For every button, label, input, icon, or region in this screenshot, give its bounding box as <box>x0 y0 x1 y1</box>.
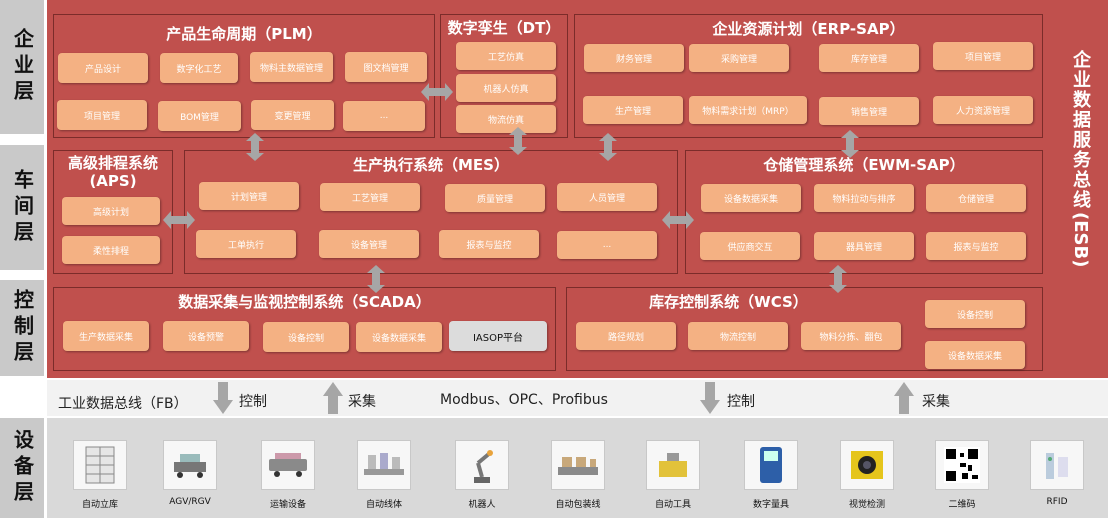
packing-line-icon <box>551 440 605 490</box>
mes-module[interactable]: ... <box>557 231 657 259</box>
ewm-module[interactable]: 仓储管理 <box>926 184 1026 212</box>
plm-module[interactable]: 项目管理 <box>57 100 147 130</box>
dt-module[interactable]: 物流仿真 <box>456 105 556 133</box>
plm-module[interactable]: 物料主数据管理 <box>250 52 333 82</box>
production-line-icon <box>357 440 411 490</box>
plm-module[interactable]: ... <box>343 101 425 131</box>
plm-module[interactable]: 数字化工艺 <box>160 53 238 83</box>
collect-label-1: 采集 <box>348 394 376 410</box>
control-label-2: 控制 <box>727 394 755 410</box>
mes-module[interactable]: 质量管理 <box>445 184 545 212</box>
transport-icon <box>261 440 315 490</box>
ewm-module[interactable]: 器具管理 <box>814 232 914 260</box>
plm-module[interactable]: 变更管理 <box>251 100 334 130</box>
plm-module[interactable]: 产品设计 <box>58 53 148 83</box>
device-robot[interactable]: 机器人 <box>452 440 512 510</box>
wcs-module[interactable]: 设备控制 <box>925 300 1025 328</box>
dt-panel: 数字孪生（DT） <box>440 14 568 138</box>
wcs-module[interactable]: 设备数据采集 <box>925 341 1025 369</box>
scada-module[interactable]: 设备数据采集 <box>356 322 442 352</box>
dt-title: 数字孪生（DT） <box>447 19 561 37</box>
mes-module[interactable]: 工艺管理 <box>320 183 420 211</box>
erp-module[interactable]: 销售管理 <box>819 97 919 125</box>
mes-module[interactable]: 计划管理 <box>199 182 299 210</box>
dt-module[interactable]: 机器人仿真 <box>456 74 556 102</box>
agv-icon <box>163 440 217 490</box>
layer-label-enterprise: 企业层 <box>0 0 44 134</box>
mes-module[interactable]: 人员管理 <box>557 183 657 211</box>
robot-arm-icon <box>455 440 509 490</box>
camera-icon <box>840 440 894 490</box>
dt-module[interactable]: 工艺仿真 <box>456 42 556 70</box>
erp-title: 企业资源计划（ERP-SAP） <box>712 20 905 38</box>
ewm-module[interactable]: 供应商交互 <box>700 232 800 260</box>
ewm-module[interactable]: 设备数据采集 <box>701 184 801 212</box>
aps-title: 高级排程系统 (APS) <box>67 154 158 190</box>
mes-module[interactable]: 工单执行 <box>196 230 296 258</box>
scada-title: 数据采集与监视控制系统（SCADA） <box>178 293 431 311</box>
erp-module[interactable]: 库存管理 <box>819 44 919 72</box>
fieldbus-label: 工业数据总线（FB） <box>58 396 188 412</box>
device-auto-warehouse[interactable]: 自动立库 <box>70 440 130 510</box>
qr-code-icon <box>935 440 989 490</box>
scada-module[interactable]: 设备预警 <box>163 321 249 351</box>
plm-module[interactable]: BOM管理 <box>158 101 241 131</box>
esb-bus-label: 企业数据服务总线 (ESB) <box>1070 50 1091 268</box>
device-agv[interactable]: AGV/RGV <box>160 440 220 507</box>
wcs-panel: 库存控制系统（WCS） <box>566 287 1043 371</box>
layer-label-device: 设备层 <box>0 418 44 518</box>
aps-module[interactable]: 高级计划 <box>62 197 160 225</box>
device-transport[interactable]: 运输设备 <box>258 440 318 510</box>
gauge-icon <box>744 440 798 490</box>
erp-module[interactable]: 人力资源管理 <box>933 96 1033 124</box>
rfid-reader-icon <box>1030 440 1084 490</box>
tool-icon <box>646 440 700 490</box>
plm-panel: 产品生命周期（PLM） <box>53 14 435 138</box>
device-qr-code[interactable]: 二维码 <box>932 440 992 510</box>
device-vision-inspection[interactable]: 视觉检测 <box>837 440 897 510</box>
mes-module[interactable]: 设备管理 <box>319 230 419 258</box>
device-rfid[interactable]: RFID <box>1027 440 1087 507</box>
aps-module[interactable]: 柔性排程 <box>62 236 160 264</box>
mes-module[interactable]: 报表与监控 <box>439 230 539 258</box>
plm-module[interactable]: 图文档管理 <box>345 52 427 82</box>
device-auto-tool[interactable]: 自动工具 <box>643 440 703 510</box>
down-arrow-icon <box>213 382 233 414</box>
layer-label-workshop: 车间层 <box>0 145 44 270</box>
ewm-module[interactable]: 物料拉动与排序 <box>814 184 914 212</box>
device-auto-packing[interactable]: 自动包装线 <box>548 440 608 510</box>
scada-panel: 数据采集与监视控制系统（SCADA） <box>53 287 556 371</box>
erp-module[interactable]: 物料需求计划（MRP） <box>689 96 807 124</box>
erp-module[interactable]: 生产管理 <box>583 96 683 124</box>
protocols-label: Modbus、OPC、Profibus <box>440 392 608 408</box>
erp-module[interactable]: 财务管理 <box>584 44 684 72</box>
wcs-title: 库存控制系统（WCS） <box>649 293 808 311</box>
scada-module-iasop[interactable]: IASOP平台 <box>449 321 547 351</box>
warehouse-icon <box>73 440 127 490</box>
collect-label-2: 采集 <box>922 394 950 410</box>
control-label-1: 控制 <box>239 394 267 410</box>
erp-module[interactable]: 采购管理 <box>689 44 789 72</box>
erp-panel: 企业资源计划（ERP-SAP） <box>574 14 1043 138</box>
device-auto-line[interactable]: 自动线体 <box>354 440 414 510</box>
wcs-module[interactable]: 物料分拣、翻包 <box>801 322 901 350</box>
up-arrow-icon <box>894 382 914 414</box>
plm-title: 产品生命周期（PLM） <box>166 25 322 43</box>
scada-module[interactable]: 生产数据采集 <box>63 321 149 351</box>
scada-module[interactable]: 设备控制 <box>263 322 349 352</box>
erp-module[interactable]: 项目管理 <box>933 42 1033 70</box>
up-arrow-icon <box>323 382 343 414</box>
ewm-title: 仓储管理系统（EWM-SAP） <box>763 156 965 174</box>
wcs-module[interactable]: 路径规划 <box>576 322 676 350</box>
wcs-module[interactable]: 物流控制 <box>688 322 788 350</box>
down-arrow-icon <box>700 382 720 414</box>
device-digital-gauge[interactable]: 数字量具 <box>741 440 801 510</box>
layer-label-control: 控制层 <box>0 280 44 376</box>
mes-title: 生产执行系统（MES） <box>353 156 509 174</box>
ewm-module[interactable]: 报表与监控 <box>926 232 1026 260</box>
